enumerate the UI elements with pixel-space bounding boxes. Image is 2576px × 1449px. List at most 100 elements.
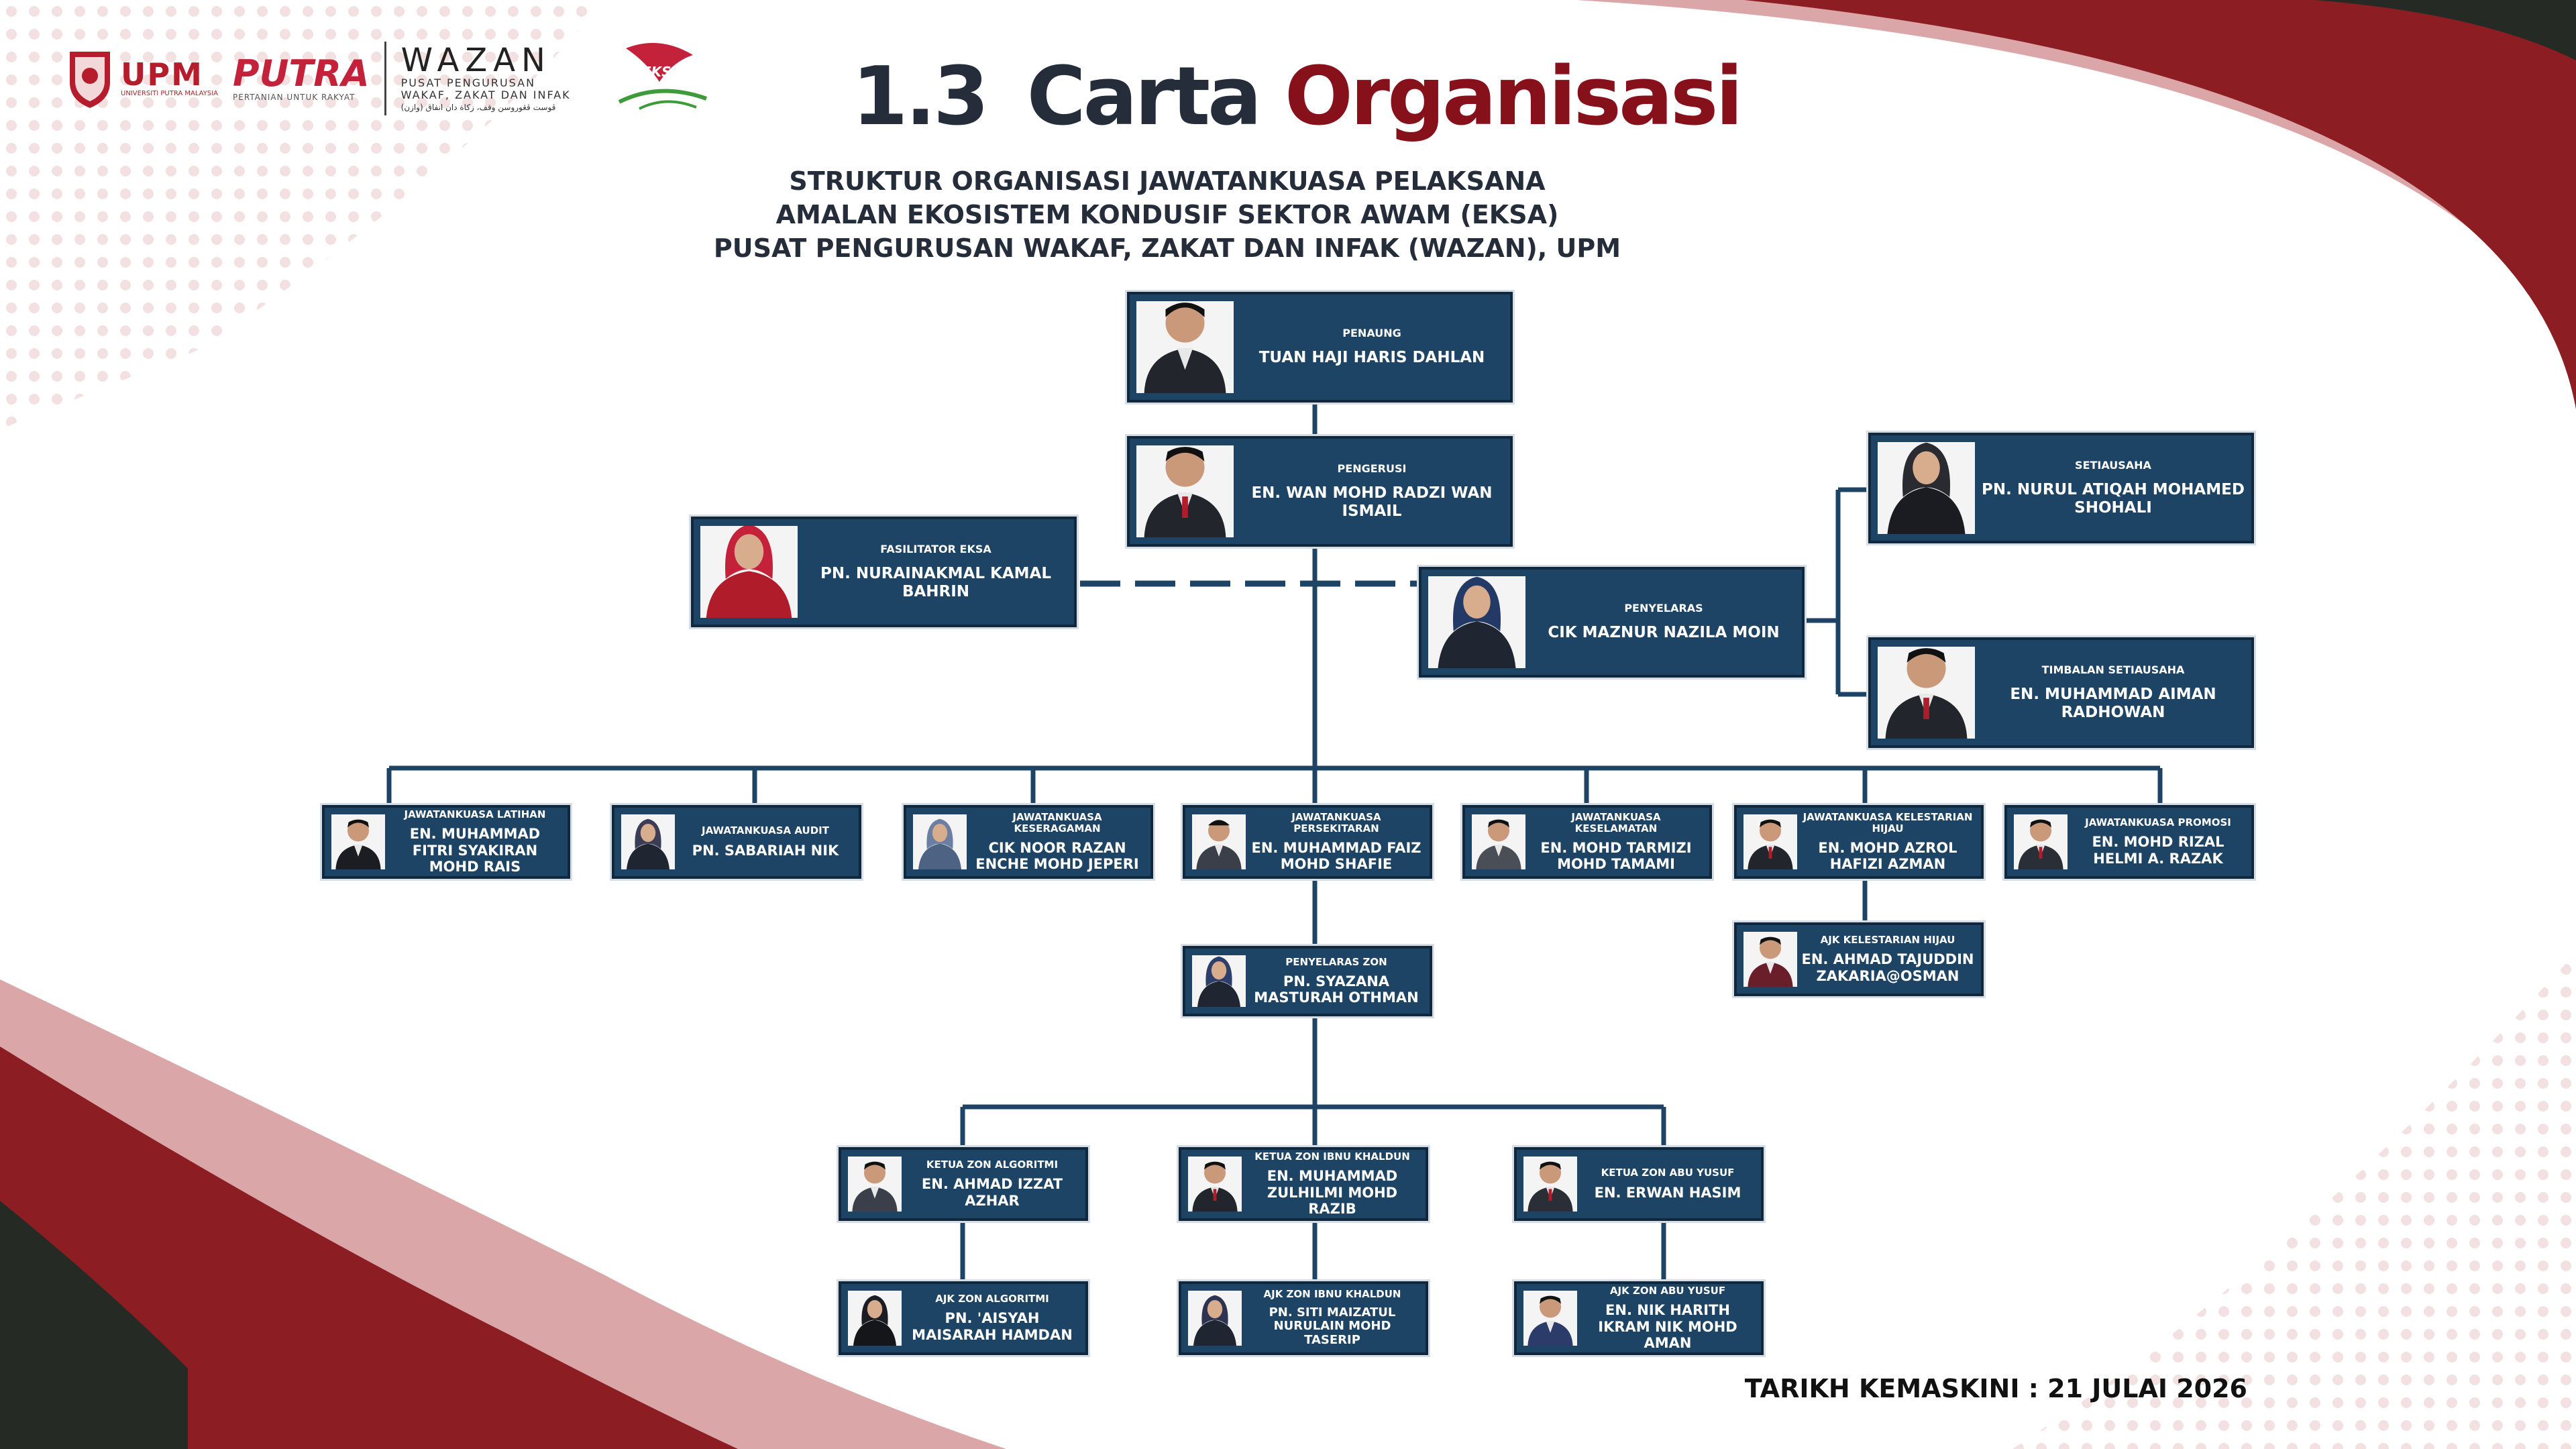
- person-photo-icon: [1743, 932, 1797, 987]
- node-role: JAWATANKUASA PERSEKITARAN: [1291, 810, 1381, 835]
- node-name: EN. AHMAD TAJUDDIN ZAKARIA@OSMAN: [1801, 951, 1974, 984]
- node-name: EN. MOHD AZROL HAFIZI AZMAN: [1818, 840, 1957, 873]
- person-photo-icon: [700, 526, 798, 618]
- putra-logo: PUTRA PERTANIAN UNTUK RAKYAT: [233, 52, 370, 103]
- person-photo-icon: [1472, 814, 1525, 869]
- node-role: JAWATANKUASA AUDIT: [702, 824, 829, 837]
- node-name: PN. SABARIAH NIK: [692, 842, 839, 859]
- node-ketua-zon-algoritmi[interactable]: KETUA ZON ALGORITMI EN. AHMAD IZZAT AZHA…: [837, 1145, 1090, 1223]
- photo-persekitaran: [1192, 814, 1246, 869]
- node-penaung[interactable]: PENAUNG TUAN HAJI HARIS DAHLAN: [1125, 290, 1515, 405]
- node-penyelaras[interactable]: PENYELARAS CIK MAZNUR NAZILA MOIN: [1417, 565, 1807, 680]
- node-name: EN. MUHAMMAD ZULHILMI MOHD RAZIB: [1267, 1168, 1398, 1217]
- eksa-logo-text: EKSA UPM: [642, 64, 713, 80]
- node-name: PN. 'AISYAH MAISARAH HAMDAN: [912, 1310, 1073, 1343]
- node-name: EN. MOHD TARMIZI MOHD TAMAMI: [1540, 840, 1692, 873]
- subtitle-line-3: PUSAT PENGURUSAN WAKAF, ZAKAT DAN INFAK …: [713, 233, 1621, 263]
- node-name: EN. AHMAD IZZAT AZHAR: [921, 1176, 1063, 1209]
- person-photo-icon: [1878, 442, 1975, 534]
- node-role: PENYELARAS: [1624, 602, 1703, 615]
- node-fasilitator-eksa[interactable]: FASILITATOR EKSA PN. NURAINAKMAL KAMAL B…: [689, 515, 1079, 629]
- node-jawatankuasa-keselamatan[interactable]: JAWATANKUASA KESELAMATAN EN. MOHD TARMIZ…: [1460, 803, 1714, 881]
- person-photo-icon: [1428, 576, 1525, 668]
- wazan-subtext-2: WAKAF, ZAKAT DAN INFAK: [400, 89, 571, 101]
- node-role: JAWATANKUASA KELESTARIAN HIJAU: [1803, 810, 1973, 835]
- person-photo-icon: [1743, 814, 1797, 869]
- node-ketua-zon-ibnu-khaldun[interactable]: KETUA ZON IBNU KHALDUN EN. MUHAMMAD ZULH…: [1177, 1145, 1430, 1223]
- person-photo-icon: [913, 814, 967, 869]
- photo-ketua-yusuf: [1523, 1157, 1577, 1212]
- node-jawatankuasa-persekitaran[interactable]: JAWATANKUASA PERSEKITARAN EN. MUHAMMAD F…: [1181, 803, 1434, 881]
- title-word-organisasi: Organisasi: [1284, 50, 1743, 144]
- node-role: AJK ZON ABU YUSUF: [1609, 1285, 1726, 1297]
- node-role: JAWATANKUASA PROMOSI: [2085, 816, 2231, 829]
- person-photo-icon: [1878, 647, 1975, 739]
- photo-latihan: [331, 814, 385, 869]
- node-name: CIK NOOR RAZAN ENCHE MOHD JEPERI: [975, 840, 1139, 873]
- person-photo-icon: [1192, 955, 1246, 1007]
- photo-penaung: [1136, 301, 1234, 393]
- node-jawatankuasa-latihan[interactable]: JAWATANKUASA LATIHAN EN. MUHAMMAD FITRI …: [320, 803, 572, 881]
- putra-subtext: PERTANIAN UNTUK RAKYAT: [233, 93, 356, 102]
- node-role: PENGERUSI: [1337, 462, 1407, 475]
- photo-keseragaman: [913, 814, 967, 869]
- wazan-subtext-1: PUSAT PENGURUSAN: [400, 76, 536, 89]
- node-role: TIMBALAN SETIAUSAHA: [2041, 663, 2185, 676]
- node-ajk-zon-algoritmi[interactable]: AJK ZON ALGORITMI PN. 'AISYAH MAISARAH H…: [837, 1279, 1090, 1357]
- person-photo-icon: [1136, 301, 1234, 393]
- photo-ajk-khaldun: [1188, 1291, 1242, 1346]
- photo-promosi: [2014, 814, 2068, 869]
- person-photo-icon: [2014, 814, 2068, 869]
- putra-wordmark: PUTRA: [233, 52, 370, 95]
- node-role: AJK ZON IBNU KHALDUN: [1263, 1288, 1401, 1301]
- node-ajk-zon-ibnu-khaldun[interactable]: AJK ZON IBNU KHALDUN PN. SITI MAIZATUL N…: [1177, 1279, 1430, 1357]
- photo-ajk-yusuf: [1523, 1291, 1577, 1346]
- node-ketua-zon-abu-yusuf[interactable]: KETUA ZON ABU YUSUF EN. ERWAN HASIM: [1512, 1145, 1766, 1223]
- node-jawatankuasa-kelestarian-hijau[interactable]: JAWATANKUASA KELESTARIAN HIJAU EN. MOHD …: [1732, 803, 1986, 881]
- person-photo-icon: [331, 814, 385, 869]
- wazan-arabic-text: ڤوست ڤڠوروسن وقف، زكاة دان انفاق (وازن): [400, 103, 556, 112]
- eksa-logo: EKSA UPM: [618, 43, 713, 110]
- title-word-carta: Carta: [1026, 50, 1263, 144]
- node-ajk-kelestarian-hijau[interactable]: AJK KELESTARIAN HIJAU EN. AHMAD TAJUDDIN…: [1732, 920, 1986, 998]
- node-name: EN. MUHAMMAD FITRI SYAKIRAN MOHD RAIS: [409, 826, 541, 875]
- photo-ajk-kelestarian: [1743, 932, 1797, 987]
- upm-shield-icon: [70, 52, 110, 108]
- node-name: EN. WAN MOHD RADZI WAN ISMAIL: [1251, 484, 1493, 520]
- person-photo-icon: [848, 1291, 902, 1346]
- photo-ketua-khaldun: [1188, 1157, 1242, 1212]
- logo-divider: [384, 42, 386, 115]
- node-role: JAWATANKUASA KESERAGAMAN: [1012, 810, 1102, 835]
- node-jawatankuasa-audit[interactable]: JAWATANKUASA AUDIT PN. SABARIAH NIK: [610, 803, 863, 881]
- person-photo-icon: [1192, 814, 1246, 869]
- node-name: EN. MOHD RIZAL HELMI A. RAZAK: [2092, 834, 2224, 867]
- node-role: KETUA ZON ALGORITMI: [926, 1159, 1059, 1171]
- node-role: PENAUNG: [1342, 327, 1401, 340]
- node-timbalan-setiausaha[interactable]: TIMBALAN SETIAUSAHA EN. MUHAMMAD AIMAN R…: [1866, 635, 2256, 750]
- node-name: TUAN HAJI HARIS DAHLAN: [1258, 349, 1485, 367]
- person-photo-icon: [1523, 1291, 1577, 1346]
- node-name: EN. ERWAN HASIM: [1594, 1184, 1741, 1201]
- node-role: PENYELARAS ZON: [1285, 955, 1387, 968]
- node-role: KETUA ZON ABU YUSUF: [1601, 1167, 1735, 1179]
- node-name: CIK MAZNUR NAZILA MOIN: [1548, 624, 1780, 642]
- node-jawatankuasa-keseragaman[interactable]: JAWATANKUASA KESERAGAMAN CIK NOOR RAZAN …: [902, 803, 1155, 881]
- node-name: EN. MUHAMMAD FAIZ MOHD SHAFIE: [1251, 840, 1421, 873]
- node-pengerusi[interactable]: PENGERUSI EN. WAN MOHD RADZI WAN ISMAIL: [1125, 434, 1515, 549]
- wazan-wordmark: WAZAN: [400, 42, 551, 79]
- node-ajk-zon-abu-yusuf[interactable]: AJK ZON ABU YUSUF EN. NIK HARITH IKRAM N…: [1512, 1279, 1766, 1357]
- node-jawatankuasa-promosi[interactable]: JAWATANKUASA PROMOSI EN. MOHD RIZAL HELM…: [2002, 803, 2256, 881]
- title-number: 1.3: [852, 50, 989, 144]
- photo-ajk-algoritmi: [848, 1291, 902, 1346]
- node-setiausaha[interactable]: SETIAUSAHA PN. NURUL ATIQAH MOHAMED SHOH…: [1866, 431, 2256, 545]
- photo-keselamatan: [1472, 814, 1525, 869]
- upm-logo: UPM UNIVERSITI PUTRA MALAYSIA: [67, 48, 218, 109]
- node-name: PN. SITI MAIZATUL NURULAIN MOHD TASERIP: [1269, 1305, 1396, 1347]
- node-role: AJK KELESTARIAN HIJAU: [1820, 934, 1955, 947]
- node-penyelaras-zon[interactable]: PENYELARAS ZON PN. SYAZANA MASTURAH OTHM…: [1181, 944, 1434, 1018]
- photo-audit: [621, 814, 675, 869]
- person-photo-icon: [1188, 1291, 1242, 1346]
- node-name: EN. NIK HARITH IKRAM NIK MOHD AMAN: [1598, 1302, 1737, 1351]
- node-role: KETUA ZON IBNU KHALDUN: [1254, 1150, 1410, 1163]
